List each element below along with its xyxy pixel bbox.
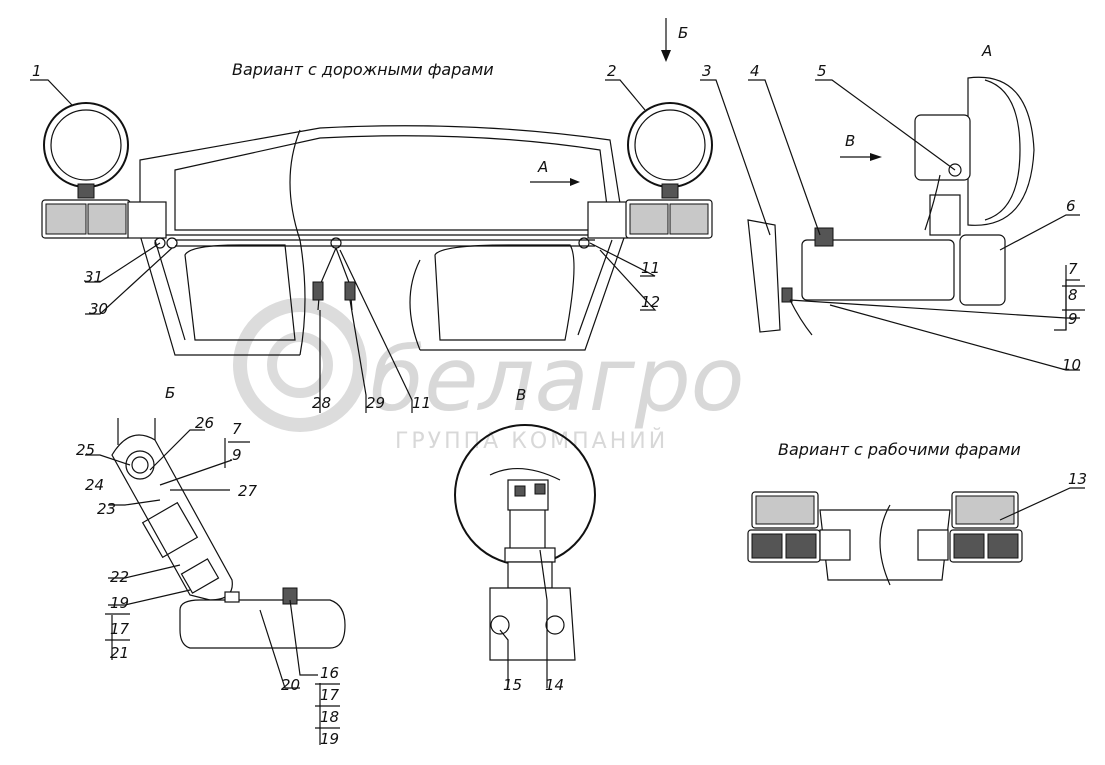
- view-label-b-view: Б: [165, 384, 175, 402]
- callout-labels: 1 2 3 4 5 6 7 8 9 10 11 12 13 11 28 29 3…: [32, 62, 1087, 748]
- callout-31: 31: [84, 268, 103, 286]
- callout-1: 1: [32, 62, 42, 80]
- callout-23: 23: [97, 500, 116, 518]
- callout-5: 5: [817, 62, 827, 80]
- view-label-v-view: В: [516, 386, 526, 404]
- left-headlight: [43, 102, 129, 188]
- callout-6: 6: [1066, 197, 1076, 215]
- callout-25: 25: [76, 441, 95, 459]
- callout-22: 22: [110, 568, 129, 586]
- callout-27: 27: [238, 482, 258, 500]
- arrow-right-icon: [870, 153, 882, 161]
- callout-9a: 9: [1068, 310, 1078, 328]
- callout-13: 13: [1068, 470, 1087, 488]
- title-variant-work: Вариант с рабочими фарами: [778, 440, 1021, 459]
- callout-29: 29: [366, 394, 385, 412]
- view-a: А В: [747, 42, 1035, 336]
- callout-30: 30: [89, 300, 108, 318]
- callout-10: 10: [1062, 356, 1081, 374]
- callout-16: 16: [320, 664, 339, 682]
- view-label-a-top: А: [981, 42, 992, 60]
- callout-7a: 7: [1068, 260, 1078, 278]
- callout-4: 4: [750, 62, 760, 80]
- callout-11b: 11: [412, 394, 431, 412]
- callout-12: 12: [641, 293, 660, 311]
- callout-2: 2: [607, 62, 617, 80]
- cab-front-view: А: [41, 102, 713, 356]
- callout-17b: 17: [320, 686, 340, 704]
- view-label-b-top: Б: [678, 24, 688, 42]
- leader-lines: [30, 79, 1085, 745]
- callout-19b: 19: [320, 730, 339, 748]
- view-arrow-b: Б: [661, 18, 688, 62]
- callout-20: 20: [281, 676, 300, 694]
- callout-8: 8: [1068, 286, 1078, 304]
- watermark: белагро ГРУППА КОМПАНИЙ: [233, 298, 745, 454]
- view-b: Б: [111, 384, 346, 649]
- callout-14: 14: [545, 676, 564, 694]
- view-label-v-arrow: В: [845, 132, 855, 150]
- callout-24: 24: [85, 476, 104, 494]
- watermark-tagline: ГРУППА КОМПАНИЙ: [395, 428, 668, 454]
- callout-11a: 11: [641, 259, 660, 277]
- work-light-variant: [747, 491, 1023, 586]
- callout-3: 3: [702, 62, 712, 80]
- right-headlight: [627, 102, 713, 188]
- arrow-right-icon: [570, 178, 580, 186]
- callout-21: 21: [110, 644, 129, 662]
- callout-26: 26: [195, 414, 214, 432]
- title-variant-road: Вариант с дорожными фарами: [232, 60, 494, 79]
- callout-19a: 19: [110, 594, 129, 612]
- callout-15: 15: [503, 676, 522, 694]
- callout-17a: 17: [110, 620, 130, 638]
- view-v: В: [454, 386, 596, 661]
- arrow-down-icon: [661, 50, 671, 62]
- callout-7b: 7: [232, 420, 242, 438]
- view-label-a-arrow: А: [537, 158, 548, 176]
- callout-9b: 9: [232, 446, 242, 464]
- watermark-brand: белагро: [370, 328, 745, 431]
- callout-18: 18: [320, 708, 339, 726]
- callout-28: 28: [312, 394, 331, 412]
